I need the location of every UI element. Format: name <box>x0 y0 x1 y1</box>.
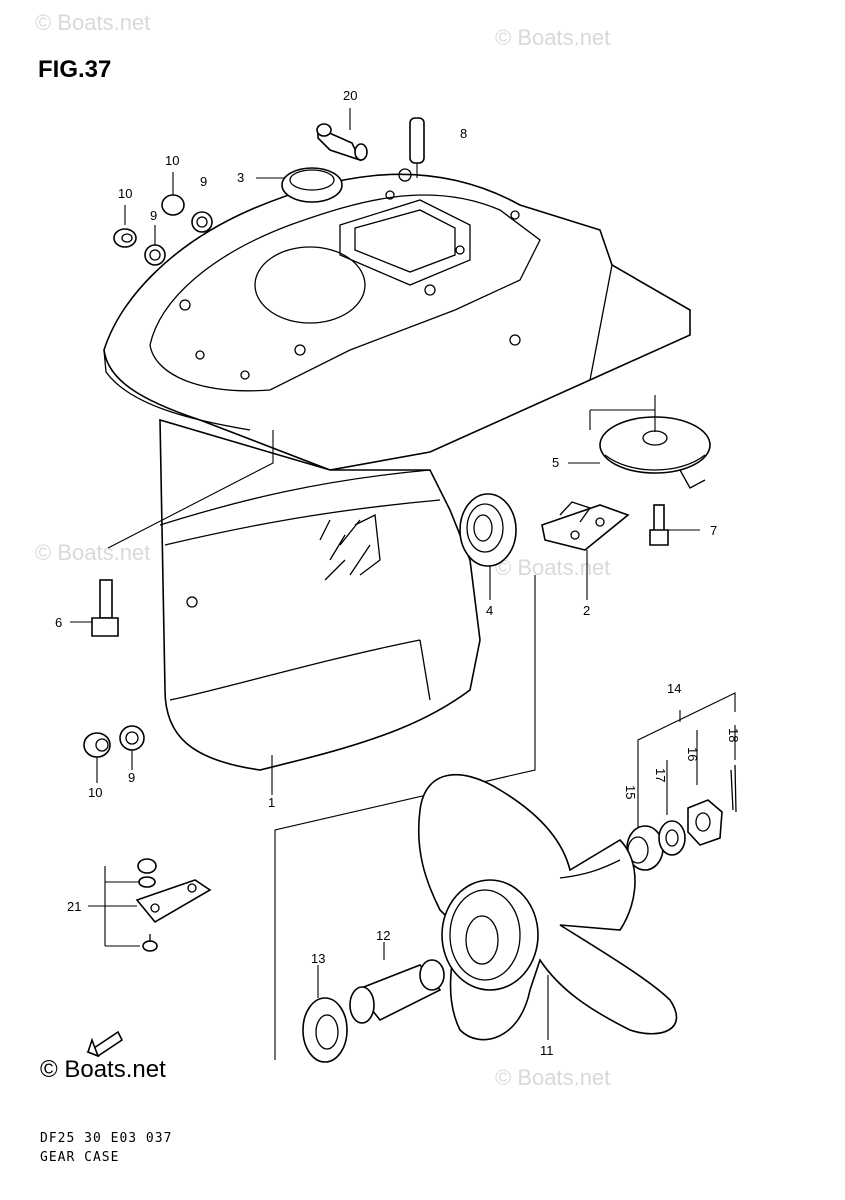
callout-15: 15 <box>623 785 638 799</box>
callout-6: 6 <box>55 615 62 630</box>
callout-7: 7 <box>710 523 717 538</box>
callout-20: 20 <box>343 88 357 103</box>
watermark: © Boats.net <box>35 540 150 565</box>
part-10-washer <box>161 172 185 216</box>
leader-14 <box>637 692 736 830</box>
watermark: © Boats.net <box>35 10 150 35</box>
part-12-bushing <box>349 942 445 1024</box>
callout-10: 10 <box>118 186 132 201</box>
part-4-bearing <box>459 493 517 600</box>
part-6-bolt <box>70 579 119 637</box>
callout-21: 21 <box>67 899 81 914</box>
callout-14: 14 <box>667 681 681 696</box>
callout-17: 17 <box>653 768 668 782</box>
gear-case-housing <box>103 168 691 771</box>
callout-2: 2 <box>583 603 590 618</box>
watermark: © Boats.net <box>495 25 610 50</box>
callout-8: 8 <box>460 126 467 141</box>
part-17-washer <box>658 820 686 856</box>
callout-13: 13 <box>311 951 325 966</box>
callout-18: 18 <box>726 728 741 742</box>
footer-code: DF25 30 E03 037 <box>40 1131 173 1146</box>
footer-name: GEAR CASE <box>40 1150 120 1165</box>
callout-9: 9 <box>150 208 157 223</box>
fwd-arrow-icon <box>86 1030 124 1058</box>
part-13-thrust-washer <box>302 965 348 1063</box>
part-21-plate-set <box>88 858 212 952</box>
callout-5: 5 <box>552 455 559 470</box>
part-9-seal <box>144 225 166 266</box>
part-18-cotter-pin <box>730 764 737 813</box>
prop-frame <box>274 575 536 1060</box>
callout-1: 1 <box>268 795 275 810</box>
part-9-seal <box>191 211 213 233</box>
callout-10: 10 <box>165 153 179 168</box>
callout-9: 9 <box>128 770 135 785</box>
part-16-nut <box>687 799 723 846</box>
part-11-propeller <box>417 773 678 1041</box>
part-9-seal <box>119 725 145 770</box>
part-10-washer <box>113 205 137 248</box>
callout-12: 12 <box>376 928 390 943</box>
part-3-bearing <box>256 167 343 203</box>
part-2-bracket <box>541 501 630 600</box>
callout-16: 16 <box>685 747 700 761</box>
callout-3: 3 <box>237 170 244 185</box>
callout-11: 11 <box>540 1043 554 1058</box>
part-7-bolt <box>649 504 700 546</box>
brand-mark: © Boats.net <box>40 1056 166 1083</box>
part-20-dowel <box>316 108 368 162</box>
part-5-anode <box>568 395 711 489</box>
watermark: © Boats.net <box>495 1065 610 1090</box>
part-10-drain-screw <box>83 732 111 783</box>
callout-4: 4 <box>486 603 493 618</box>
callout-9: 9 <box>200 174 207 189</box>
watermark: © Boats.net <box>495 555 610 580</box>
callout-10: 10 <box>88 785 102 800</box>
figure-title: FIG.37 <box>38 56 112 83</box>
part-8-pin <box>409 117 425 178</box>
